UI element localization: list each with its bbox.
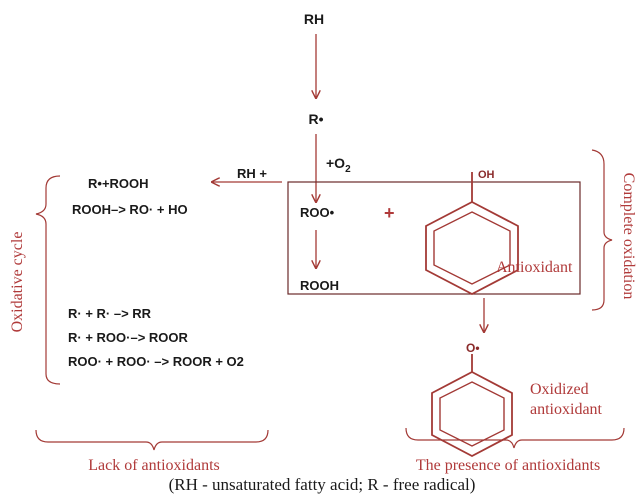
- r-radical-label: R•: [308, 111, 323, 127]
- caption: (RH - unsaturated fatty acid; R - free r…: [169, 475, 476, 494]
- equation-2: ROOH–> RO· + HO: [72, 202, 188, 217]
- oxidized-label-line2: antioxidant: [530, 401, 603, 418]
- rh-plus-label: RH +: [237, 166, 267, 181]
- oxidative-cycle-bracket: [35, 175, 61, 385]
- equation-5: ROO· + ROO· –> ROOR + O2: [68, 354, 244, 369]
- equation-3: R· + R· –> RR: [68, 306, 152, 321]
- oxidized-radical-label: O•: [466, 341, 480, 355]
- phenol-structure-icon: [425, 172, 519, 296]
- equation-4: R· + ROO·–> ROOR: [68, 330, 189, 345]
- plus-sign: +: [384, 203, 395, 223]
- reaction-box: [287, 181, 581, 295]
- lack-of-antioxidants-label: Lack of antioxidants: [88, 457, 220, 474]
- equation-1: R•+ROOH: [88, 176, 149, 191]
- complete-oxidation-label: Complete oxidation: [620, 173, 637, 300]
- roo-radical-label: ROO•: [300, 205, 335, 220]
- rh-label: RH: [304, 11, 324, 27]
- oxidized-label-line1: Oxidized: [530, 381, 589, 398]
- o2-label: +O2: [326, 155, 351, 175]
- lack-bracket: [35, 429, 269, 451]
- complete-oxidation-bracket: [591, 149, 613, 311]
- oh-label: OH: [478, 169, 495, 181]
- oxidative-cycle-label: Oxidative cycle: [9, 232, 26, 333]
- phenoxyl-structure-icon: [431, 354, 513, 458]
- presence-bracket: [405, 427, 625, 449]
- antioxidant-label: Antioxidant: [496, 259, 573, 276]
- presence-of-antioxidants-label: The presence of antioxidants: [416, 457, 600, 474]
- rooh-label: ROOH: [300, 278, 339, 293]
